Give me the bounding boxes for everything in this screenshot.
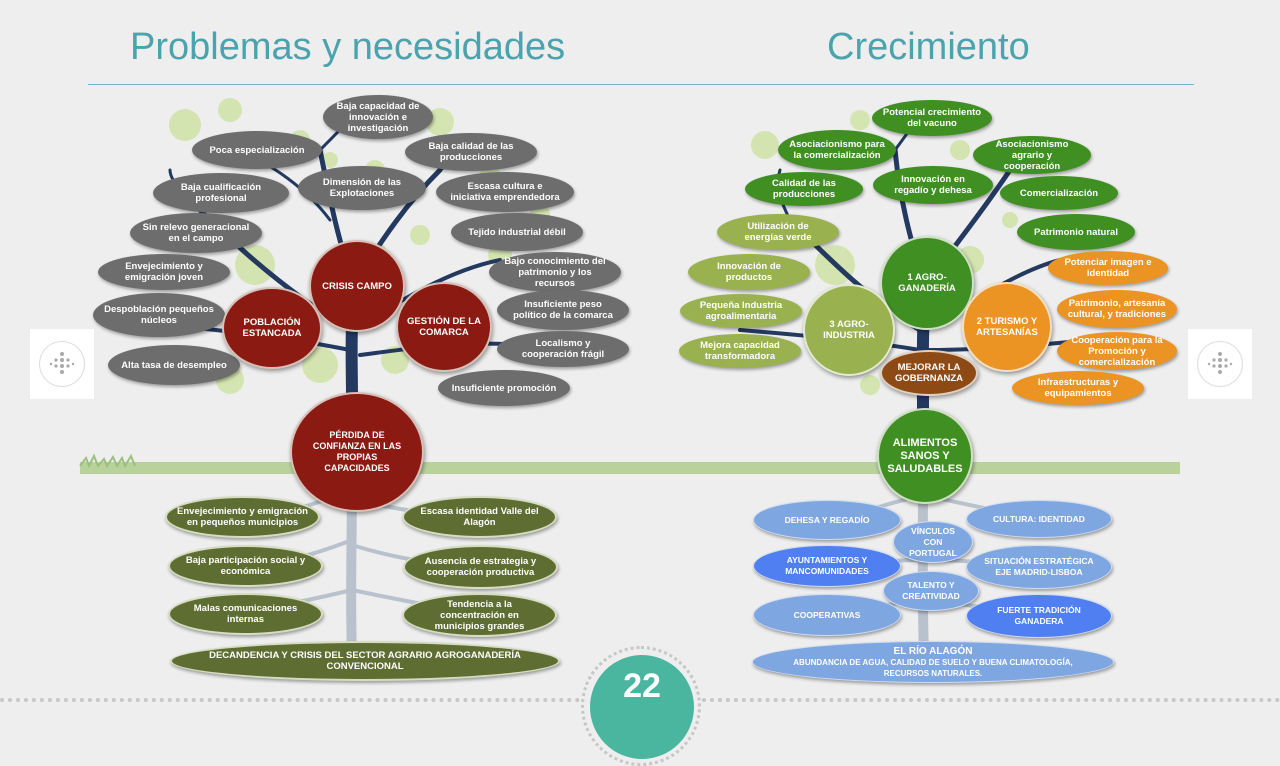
growth-root: VÍNCULOS CON PORTUGAL xyxy=(893,521,973,563)
problem-leaf: Baja capacidad de innovación e investiga… xyxy=(323,95,433,139)
growth-branch-agroindustria: 3 AGRO-INDUSTRIA xyxy=(803,284,895,376)
problem-leaf: Poca especialización xyxy=(192,131,322,169)
problem-leaf: Alta tasa de desempleo xyxy=(108,345,240,385)
problem-leaf: Tejido industrial débil xyxy=(451,213,583,251)
problem-leaf: Baja cualificación profesional xyxy=(153,173,289,213)
problem-leaf: Dimensión de las Explotaciones xyxy=(298,166,426,210)
problem-branch-poblacion: POBLACIÓN ESTANCADA xyxy=(222,287,322,369)
slide-nav-right-icon xyxy=(1197,341,1243,387)
problem-root: Baja participación social y económica xyxy=(168,545,323,587)
title-crecimiento: Crecimiento xyxy=(827,26,1030,68)
growth-leaf: Innovación en regadío y dehesa xyxy=(873,166,993,204)
problem-leaf: Despoblación pequeños núcleos xyxy=(93,293,225,337)
growth-root: AYUNTAMIENTOS Y MANCOMUNIDADES xyxy=(753,545,901,587)
problem-branch-gestion: GESTIÓN DE LA COMARCA xyxy=(396,282,492,372)
growth-leaf: Comercialización xyxy=(1000,176,1118,210)
growth-leaf: Potenciar imagen e identidad xyxy=(1048,251,1168,285)
growth-leaf: Calidad de las producciones xyxy=(745,172,863,206)
growth-leaf: Asociacionismo agrario y cooperación xyxy=(973,136,1091,174)
problem-leaf: Sin relevo generacional en el campo xyxy=(130,213,262,253)
problem-root: Tendencia a la concentración en municipi… xyxy=(402,593,557,637)
growth-leaf: Asociacionismo para la comercialización xyxy=(778,130,896,170)
growth-trunk: ALIMENTOS SANOS Y SALUDABLES xyxy=(877,408,973,504)
problem-leaf: Envejecimiento y emigración joven xyxy=(98,254,230,290)
problem-root: Ausencia de estrategia y cooperación pro… xyxy=(403,545,558,589)
growth-leaf: Infraestructuras y equipamientos xyxy=(1012,371,1144,405)
problem-branch-crisis-campo: CRISIS CAMPO xyxy=(309,240,405,332)
growth-base-title: EL RÍO ALAGÓN xyxy=(893,645,973,657)
growth-leaf: Potencial crecimiento del vacuno xyxy=(872,100,992,136)
growth-base-text: ABUNDANCIA DE AGUA, CALIDAD DE SUELO Y B… xyxy=(793,657,1073,678)
problem-leaf: Bajo conocimiento del patrimonio y los r… xyxy=(489,252,621,292)
growth-root: SITUACIÓN ESTRATÉGICA EJE MADRID-LISBOA xyxy=(966,545,1112,589)
problem-root: Malas comunicaciones internas xyxy=(168,593,323,635)
growth-base: EL RÍO ALAGÓN ABUNDANCIA DE AGUA, CALIDA… xyxy=(752,641,1114,683)
title-problemas: Problemas y necesidades xyxy=(130,26,566,68)
page-number: 22 xyxy=(590,655,694,759)
growth-leaf: Patrimonio, artesanía cultural, y tradic… xyxy=(1057,290,1177,328)
growth-leaf: Utilización de energías verde xyxy=(717,214,839,250)
title-divider xyxy=(88,84,1194,85)
growth-root: DEHESA Y REGADÍO xyxy=(753,500,901,540)
growth-leaf: Pequeña Industria agroalimentaria xyxy=(680,294,802,328)
slide-nav-right[interactable] xyxy=(1188,329,1252,399)
problem-root: Escasa identidad Valle del Alagón xyxy=(402,496,557,538)
problem-trunk: PÉRDIDA DE CONFIANZA EN LAS PROPIAS CAPA… xyxy=(290,392,424,512)
growth-root: FUERTE TRADICIÓN GANADERA xyxy=(966,594,1112,638)
growth-root: TALENTO Y CREATIVIDAD xyxy=(883,571,979,611)
problem-leaf: Insuficiente peso político de la comarca xyxy=(497,290,629,330)
growth-leaf: Mejora capacidad transformadora xyxy=(679,334,801,368)
slide-nav-left[interactable] xyxy=(30,329,94,399)
problem-leaf: Insuficiente promoción xyxy=(438,370,570,406)
growth-root: CULTURA: IDENTIDAD xyxy=(966,500,1112,538)
problem-leaf: Localismo y cooperación frágil xyxy=(497,331,629,367)
problem-base: DECANDENCIA Y CRISIS DEL SECTOR AGRARIO … xyxy=(170,641,560,681)
problem-root: Envejecimiento y emigración en pequeños … xyxy=(165,496,320,538)
growth-leaf: Innovación de productos xyxy=(688,254,810,290)
slide-nav-left-icon xyxy=(39,341,85,387)
footer-dotted-line-left xyxy=(0,698,580,702)
footer-dotted-line-right xyxy=(702,698,1280,702)
growth-leaf: Cooperación para la Promoción y comercia… xyxy=(1057,332,1177,370)
growth-branch-agroganaderia: 1 AGRO-GANADERÍA xyxy=(880,236,974,330)
growth-branch-turismo: 2 TURISMO Y ARTESANÍAS xyxy=(962,282,1052,372)
problem-leaf: Escasa cultura e iniciativa emprendedora xyxy=(436,172,574,212)
problem-leaf: Baja calidad de las producciones xyxy=(405,133,537,171)
growth-branch-gobernanza: MEJORAR LA GOBERNANZA xyxy=(880,350,978,396)
growth-root: COOPERATIVAS xyxy=(753,594,901,636)
growth-leaf: Patrimonio natural xyxy=(1017,214,1135,250)
